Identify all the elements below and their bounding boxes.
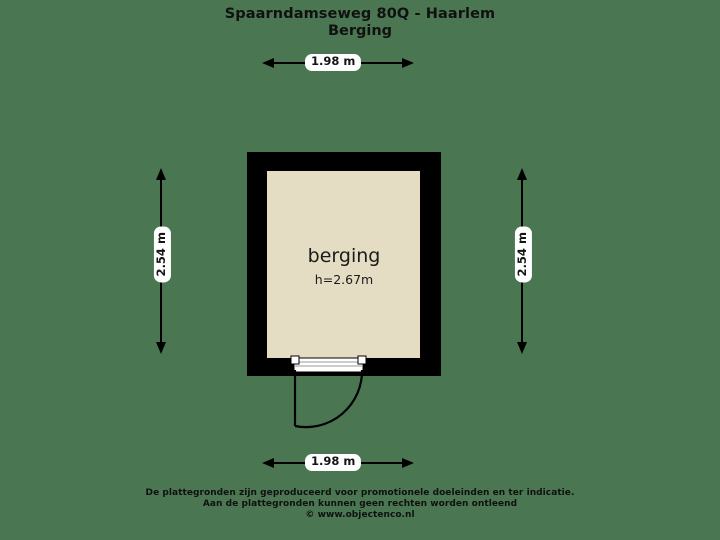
dimension-right: 2.54 m — [513, 168, 532, 354]
footer-line-2: Aan de plattegronden kunnen geen rechten… — [202, 498, 518, 509]
floorplan-drawing — [247, 152, 441, 429]
dimension-bottom: 1.98 m — [262, 454, 414, 472]
property-subtitle: Berging — [327, 23, 393, 40]
room-floor-berging — [267, 171, 420, 358]
dimension-top-label: 1.98 m — [305, 54, 362, 71]
dimension-top: 1.98 m — [262, 54, 414, 72]
footer-line-1: De plattegronden zijn geproduceerd voor … — [145, 488, 575, 498]
door-swing-icon — [290, 355, 367, 429]
page-title: Spaarndamseweg 80Q - Haarlem Berging — [0, 6, 720, 40]
property-title: Spaarndamseweg 80Q - Haarlem — [224, 6, 496, 22]
footer-disclaimer: De plattegronden zijn geproduceerd voor … — [0, 488, 720, 521]
dimension-left: 2.54 m — [152, 168, 171, 354]
dimension-left-label: 2.54 m — [153, 226, 171, 283]
footer-line-3: © www.objectenco.nl — [305, 509, 415, 520]
dimension-bottom-label: 1.98 m — [305, 454, 362, 471]
dimension-right-label: 2.54 m — [514, 226, 532, 283]
